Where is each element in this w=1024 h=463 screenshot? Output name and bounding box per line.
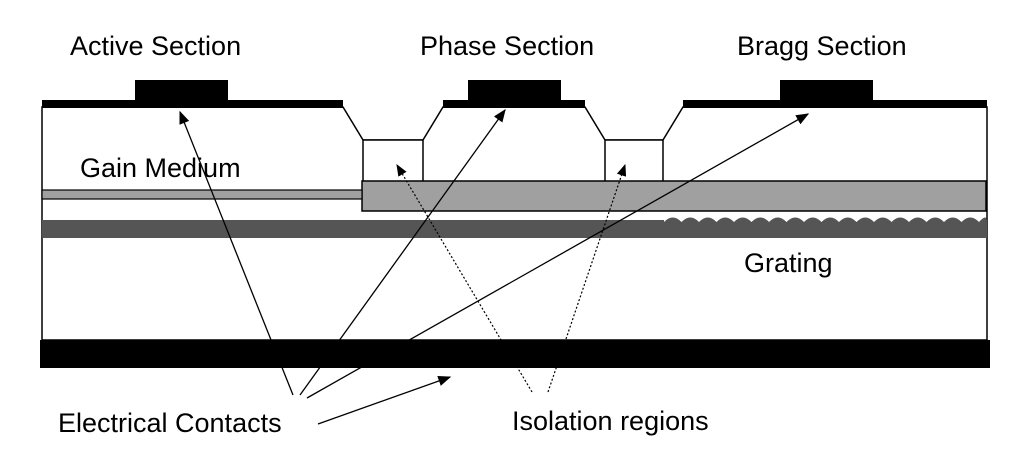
phase-section-label: Phase Section xyxy=(420,31,594,61)
top-contact-strip-bragg xyxy=(683,100,987,108)
gain-waveguide-thin xyxy=(41,189,363,200)
active-contact-pad xyxy=(135,80,228,102)
bragg-contact-pad xyxy=(780,80,873,102)
isolation-region-1 xyxy=(362,139,424,183)
phase-contact-pad xyxy=(468,80,561,102)
arrow-contact-phase xyxy=(299,108,506,396)
active-layer xyxy=(42,220,664,238)
bragg-section-label: Bragg Section xyxy=(737,31,907,61)
arrow-contact-bragg xyxy=(306,113,810,399)
arrow-contact-bottom xyxy=(317,376,452,425)
electrical-contacts-label: Electrical Contacts xyxy=(58,408,282,438)
top-contact-strip-active xyxy=(42,100,343,108)
arrow-isolation-1 xyxy=(396,163,533,393)
isolation-regions-label: Isolation regions xyxy=(512,406,709,436)
arrow-contact-active xyxy=(179,110,294,396)
top-contact-strip-phase xyxy=(443,100,585,108)
active-section-label: Active Section xyxy=(70,31,241,61)
isolation-region-2 xyxy=(604,139,664,183)
bragg-grating xyxy=(664,217,987,238)
gain-medium-label: Gain Medium xyxy=(80,153,241,183)
grating-label: Grating xyxy=(744,248,833,278)
passive-waveguide xyxy=(361,180,987,212)
